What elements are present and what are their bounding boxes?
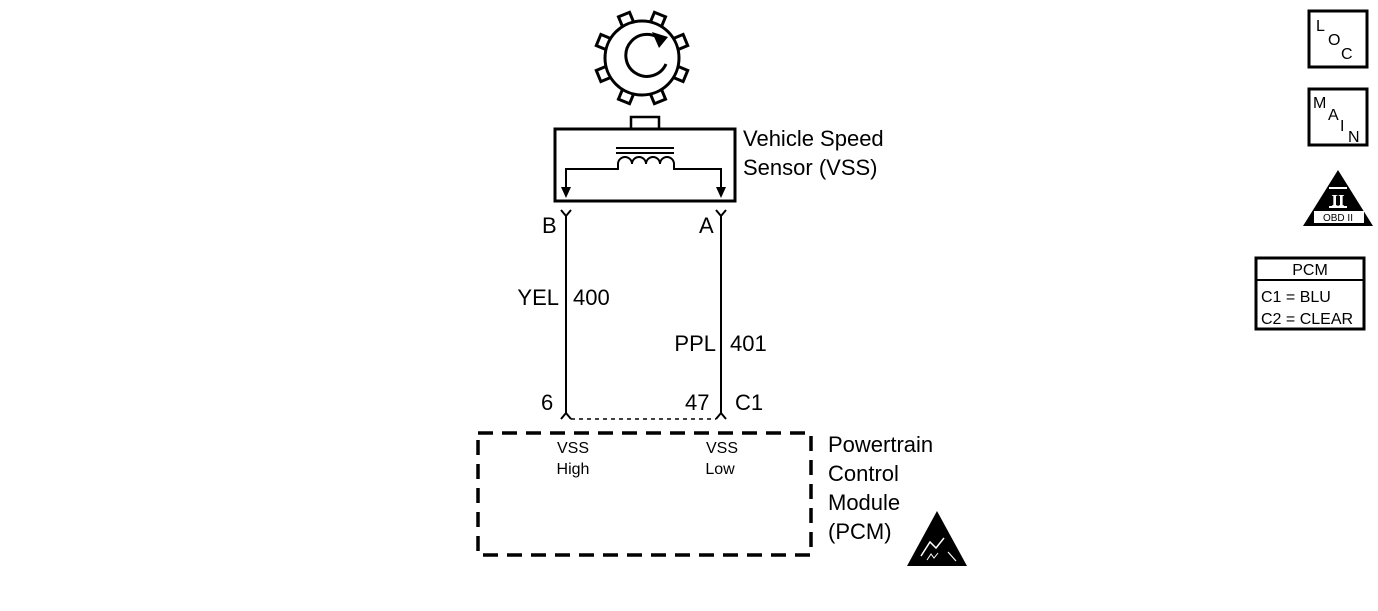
pcm-name-line1: Powertrain — [828, 432, 933, 457]
pcm-box — [476, 431, 813, 557]
main-m: M — [1313, 95, 1326, 112]
sensor-name-line2: Sensor (VSS) — [743, 155, 878, 180]
loc-c: C — [1341, 46, 1353, 63]
pin-a-label: A — [699, 213, 714, 238]
pcm-input-right-line1: VSS — [706, 440, 738, 457]
wire-ppl-color: PPL — [674, 331, 716, 356]
pcm-name-line4: (PCM) — [828, 519, 892, 544]
rotation-arrow-icon — [624, 32, 668, 78]
obd-ii-triangle-icon: II OBD II — [1303, 170, 1373, 226]
vss-sensor-box — [553, 127, 737, 203]
main-a: A — [1328, 107, 1339, 124]
connector-a — [715, 209, 727, 218]
pcm-table-row1: C1 = BLU — [1261, 289, 1331, 306]
arrow-pin-a — [716, 187, 726, 198]
main-icon: M A I N — [1307, 87, 1369, 147]
loc-icon: L O C — [1307, 9, 1369, 69]
pcm-pin-47-label: 47 — [685, 390, 709, 415]
pcm-input-left-line1: VSS — [557, 440, 589, 457]
wire-yel-color: YEL — [517, 285, 559, 310]
pcm-input-right-line2: Low — [705, 461, 735, 478]
pcm-name-line3: Module — [828, 490, 900, 515]
pcm-table-title: PCM — [1292, 262, 1328, 279]
arrow-pin-b — [561, 187, 571, 198]
obd-numeral: II — [1331, 191, 1345, 210]
gear-icon — [594, 10, 690, 106]
connector-b — [560, 209, 572, 218]
main-n: N — [1348, 129, 1360, 146]
connector-c1-label: C1 — [735, 390, 763, 415]
pcm-input-left-line2: High — [557, 461, 590, 478]
pcm-pin-47 — [715, 411, 727, 420]
pcm-name-line2: Control — [828, 461, 899, 486]
main-i: I — [1340, 118, 1344, 135]
pcm-pin-6 — [560, 411, 572, 420]
wire-ppl-circuit: 401 — [730, 331, 767, 356]
loc-o: O — [1328, 32, 1340, 49]
pin-b-label: B — [542, 213, 557, 238]
wire-yel-circuit: 400 — [573, 285, 610, 310]
obd-label: OBD II — [1323, 213, 1353, 224]
esd-warning-icon — [907, 511, 967, 566]
pcm-connector-table: PCM C1 = BLU C2 = CLEAR — [1254, 256, 1366, 331]
sensor-shaft — [629, 115, 661, 131]
pcm-table-row2: C2 = CLEAR — [1261, 311, 1353, 328]
sensor-name-line1: Vehicle Speed — [743, 126, 884, 151]
pcm-pin-6-label: 6 — [541, 390, 553, 415]
coil-icon — [565, 147, 722, 195]
loc-l: L — [1316, 18, 1325, 35]
